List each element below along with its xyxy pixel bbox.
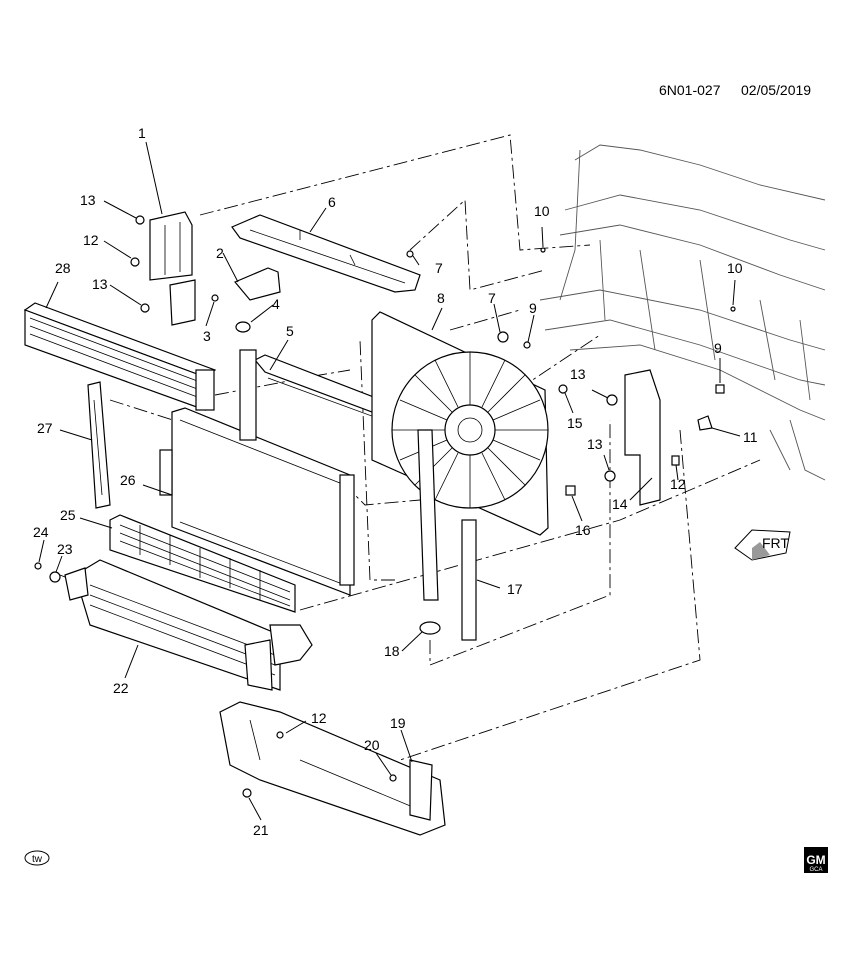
watermark-logo: tw [24,850,50,866]
callout-1: 1 [138,125,146,141]
callout-13c: 13 [570,366,586,382]
callout-8: 8 [437,290,445,306]
callout-27: 27 [37,420,53,436]
part-27-side-baffle [87,381,111,509]
callout-7b: 7 [488,290,496,306]
callout-18: 18 [384,643,400,659]
part-19-lower-deflector [219,701,446,836]
coolant-pipe [417,429,439,601]
callout-4: 4 [272,296,280,312]
svg-text:GCA: GCA [809,867,822,873]
callout-17: 17 [507,581,523,597]
callout-10a: 10 [534,203,550,219]
callout-9a: 9 [529,300,537,316]
vehicle-front-structure [539,144,826,481]
callout-6: 6 [328,194,336,210]
part-4-grommet [235,321,251,333]
callout-13a: 13 [80,192,96,208]
part-1-bracket [149,211,196,326]
fasteners [34,215,736,798]
callout-13d: 13 [587,436,603,452]
brand-logo: GM GCA [804,847,828,873]
callout-3: 3 [203,328,211,344]
svg-text:GM: GM [806,853,825,867]
part-6-upper-deflector [231,214,421,293]
callout-7a: 7 [435,260,443,276]
part-28-cooler [23,302,217,411]
svg-text:tw: tw [32,854,43,865]
part-26-radiator [159,407,355,596]
callout-23: 23 [57,541,73,557]
callout-19: 19 [390,715,406,731]
callout-26: 26 [120,472,136,488]
part-25-grille [109,514,296,613]
callout-labels: 1 13 12 13 28 2 3 4 5 6 7 8 7 9 10 10 9 … [33,125,758,838]
callout-11: 11 [743,429,758,445]
callout-16: 16 [575,522,591,538]
front-direction-label: FRT [762,535,789,551]
callout-12c: 12 [311,710,327,726]
callout-21: 21 [253,822,269,838]
callout-22: 22 [113,680,129,696]
callout-5: 5 [286,323,294,339]
callout-14: 14 [612,496,628,512]
leader-lines [38,141,741,821]
part-17-hose [461,519,477,641]
callout-24: 24 [33,524,49,540]
part-14-bracket [624,369,661,506]
part-22-charge-air-cooler [64,559,313,691]
callout-13b: 13 [92,276,108,292]
callout-15: 15 [567,415,583,431]
callout-12a: 12 [83,232,99,248]
callout-20: 20 [364,737,380,753]
drawing-id: 6N01-027 [659,82,721,98]
callout-28: 28 [55,260,71,276]
callout-10b: 10 [727,260,743,276]
drawing-date: 02/05/2019 [741,82,811,98]
callout-25: 25 [60,507,76,523]
front-direction-arrow [734,529,791,561]
callout-2: 2 [216,245,224,261]
part-2-bracket [234,267,281,301]
callout-9b: 9 [714,340,722,356]
callout-12b: 12 [670,476,686,492]
